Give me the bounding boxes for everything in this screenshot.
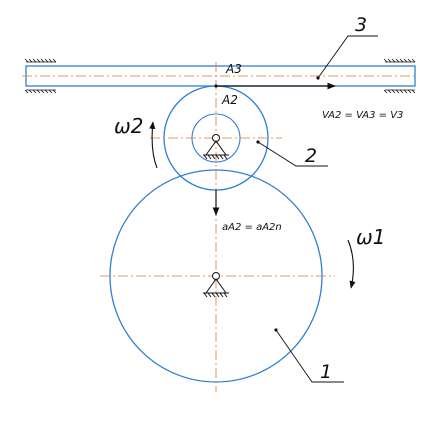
label-large-gear-number: 1 [320, 361, 332, 383]
guide-hatching [24, 58, 416, 94]
small-gear-support [203, 134, 229, 160]
label-rack-number: 3 [355, 14, 367, 36]
label-omega1: ω1 [356, 225, 385, 249]
omega1-arrow [347, 239, 356, 289]
leader-2 [257, 141, 328, 167]
label-point-a2: A2 [221, 93, 238, 107]
label-small-gear-number: 2 [305, 145, 317, 167]
leader-3 [317, 35, 378, 79]
label-velocity-equation: VA2 = VA3 = V3 [322, 110, 403, 121]
label-acceleration-equation: aA2 = aA2n [222, 222, 282, 233]
large-gear-support [203, 272, 229, 298]
leader-1 [275, 329, 344, 383]
omega2-arrow [149, 121, 158, 169]
label-point-a3: A3 [225, 62, 242, 76]
label-omega2: ω2 [114, 114, 143, 138]
